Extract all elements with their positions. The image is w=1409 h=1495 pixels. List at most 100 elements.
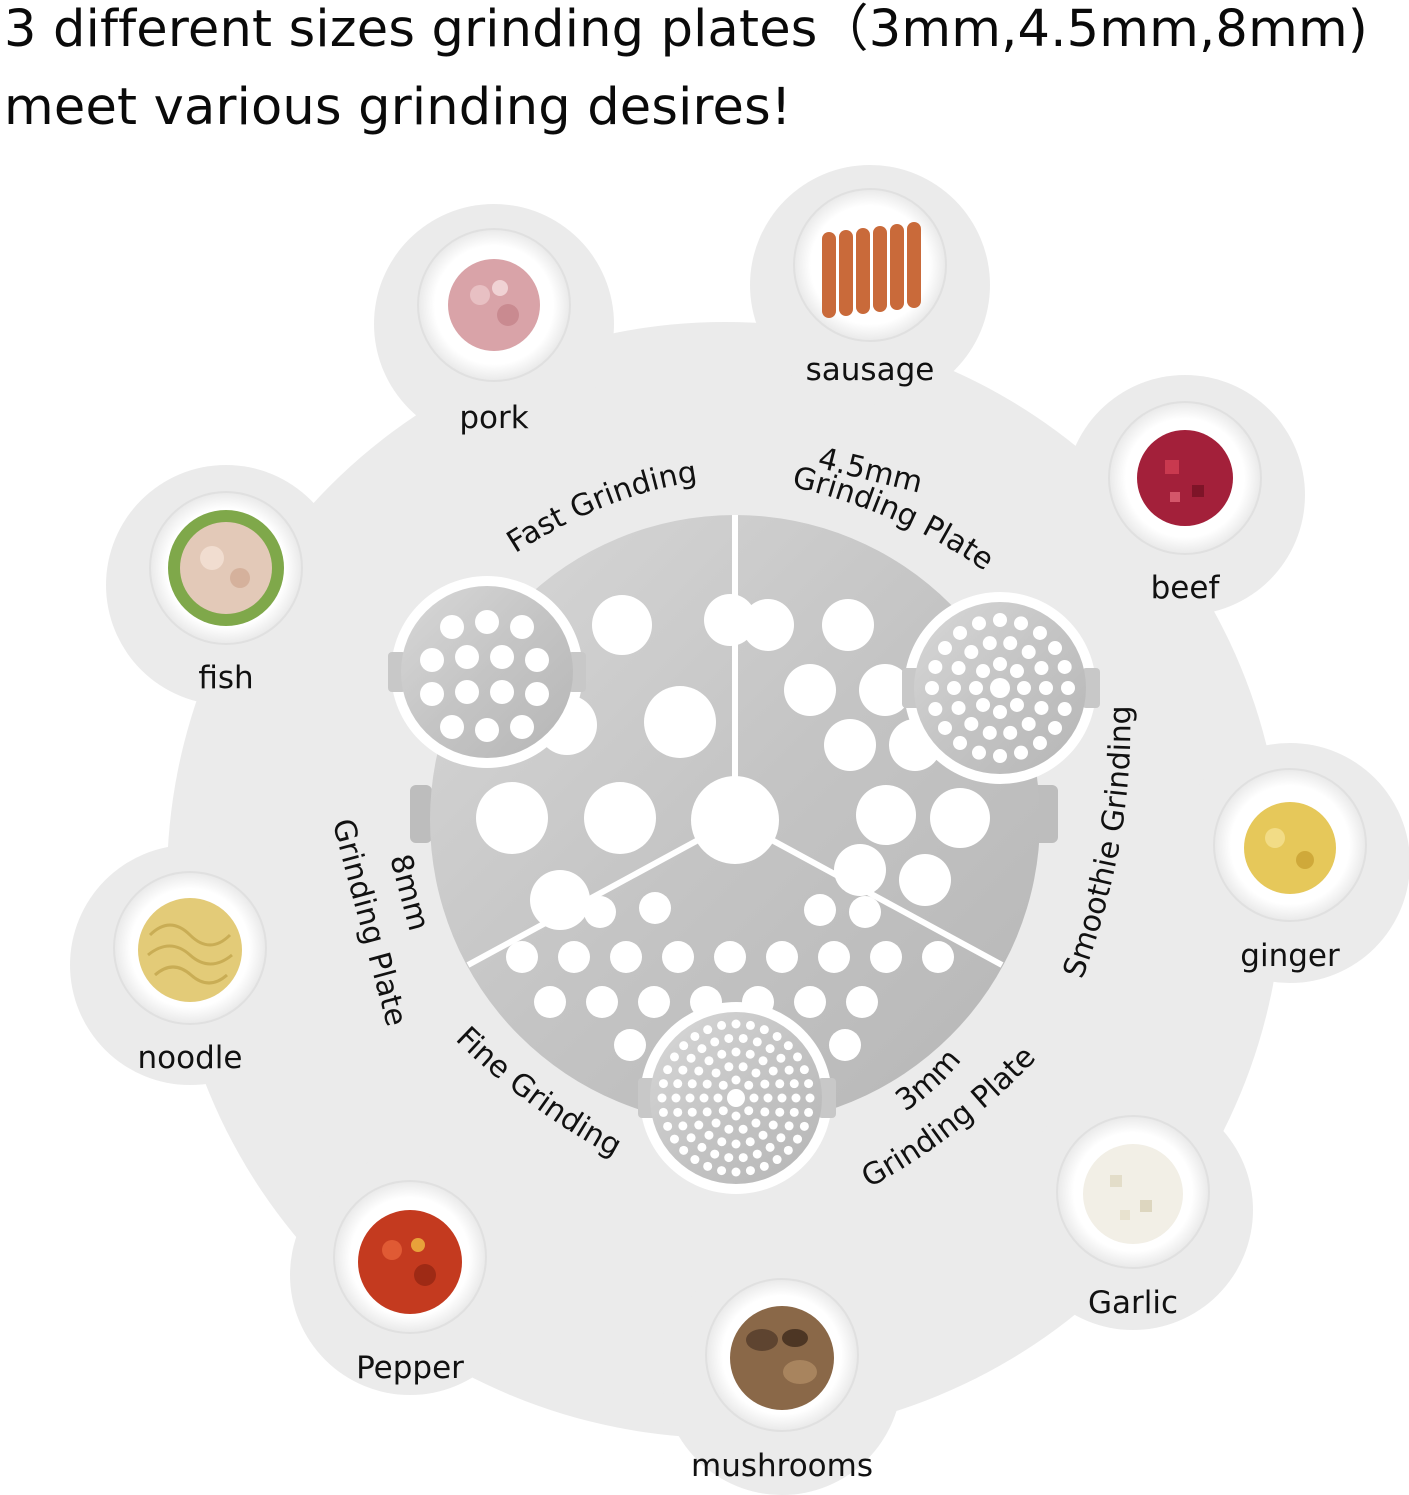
hole	[738, 1124, 748, 1134]
hole	[694, 1120, 704, 1130]
hole	[772, 1031, 782, 1041]
small-plate-8mm	[388, 576, 586, 768]
plate-center-hole	[691, 776, 779, 864]
hole	[793, 1134, 803, 1144]
hole	[751, 1118, 761, 1128]
food-label-beef: beef	[1151, 570, 1221, 606]
pepper-icon	[358, 1210, 462, 1314]
food-sausage: sausage	[750, 165, 990, 405]
hole	[1003, 636, 1018, 651]
hole	[1032, 736, 1047, 751]
hole	[679, 1041, 689, 1051]
hole	[993, 613, 1007, 627]
plate-hole	[704, 594, 756, 646]
center-hole	[727, 1089, 745, 1107]
hole	[731, 1019, 741, 1029]
plate-hole-fine	[638, 986, 670, 1018]
hole	[490, 645, 514, 669]
plate-hole-fine	[794, 986, 826, 1018]
hole	[772, 1155, 782, 1165]
hole	[724, 1153, 734, 1163]
food-pork: pork	[374, 204, 614, 444]
plate-hole	[592, 595, 652, 655]
hole	[490, 680, 514, 704]
hole	[704, 1056, 714, 1066]
hole	[768, 1120, 778, 1130]
beef-icon	[1137, 430, 1233, 526]
hole	[1032, 625, 1047, 640]
hole	[1048, 641, 1063, 656]
plate-hole-fine	[804, 894, 836, 926]
plate-hole	[824, 719, 876, 771]
plate-hole-fine	[849, 896, 881, 928]
hole	[673, 1107, 683, 1117]
hole	[1014, 745, 1029, 760]
hole	[475, 718, 499, 742]
food-label-sausage: sausage	[806, 352, 935, 388]
hole	[475, 610, 499, 634]
hole	[776, 1053, 786, 1063]
hole	[777, 1093, 787, 1103]
plate-hole-fine	[922, 941, 954, 973]
hole	[804, 1079, 814, 1089]
hole	[678, 1121, 688, 1131]
hole	[928, 659, 943, 674]
hole	[783, 1145, 793, 1155]
hole	[702, 1107, 712, 1117]
hole	[717, 1020, 727, 1030]
hole	[784, 1121, 794, 1131]
pork-icon	[448, 259, 540, 351]
plate-hole	[856, 785, 916, 845]
hole	[791, 1093, 801, 1103]
hole	[953, 625, 968, 640]
hole	[717, 1166, 727, 1176]
plate-hole	[530, 870, 590, 930]
hole	[738, 1062, 748, 1072]
hole	[784, 1065, 794, 1075]
hole	[710, 1037, 720, 1047]
hole	[1034, 661, 1049, 676]
hole	[663, 1065, 673, 1075]
hole	[925, 681, 939, 695]
headline-line-1: 3 different sizes grinding plates（3mm,4.…	[4, 0, 1368, 59]
hole	[744, 1106, 754, 1116]
hole	[765, 1142, 775, 1152]
hole	[964, 645, 979, 660]
hole	[455, 645, 479, 669]
hole	[669, 1052, 679, 1062]
hole	[686, 1053, 696, 1063]
plate-hole	[644, 686, 716, 758]
noodle-icon	[138, 898, 242, 1002]
hole	[704, 1130, 714, 1140]
hole	[702, 1079, 712, 1089]
food-beef: beef	[1065, 375, 1305, 615]
hole	[731, 1047, 741, 1057]
hole	[687, 1107, 697, 1117]
food-label-fish: fish	[198, 660, 253, 696]
hole	[1014, 616, 1029, 631]
hole	[804, 1107, 814, 1117]
hole	[745, 1137, 755, 1147]
food-mushrooms: mushrooms	[662, 1255, 902, 1495]
hole	[669, 1134, 679, 1144]
hole	[724, 1124, 734, 1134]
plate-hole	[822, 599, 874, 651]
hole	[1009, 664, 1024, 679]
hole	[697, 1142, 707, 1152]
hole	[718, 1106, 728, 1116]
plate-hole	[899, 854, 951, 906]
hole	[1021, 716, 1036, 731]
hole	[731, 1075, 741, 1085]
hole	[455, 680, 479, 704]
plate-hole-fine	[534, 986, 566, 1018]
hole	[937, 641, 952, 656]
hole	[703, 1025, 713, 1035]
hole	[711, 1118, 721, 1128]
hole	[976, 664, 991, 679]
hole	[1021, 645, 1036, 660]
hole	[752, 1149, 762, 1159]
fish-icon	[180, 522, 272, 614]
hole	[697, 1044, 707, 1054]
plate-hole-fine	[714, 941, 746, 973]
